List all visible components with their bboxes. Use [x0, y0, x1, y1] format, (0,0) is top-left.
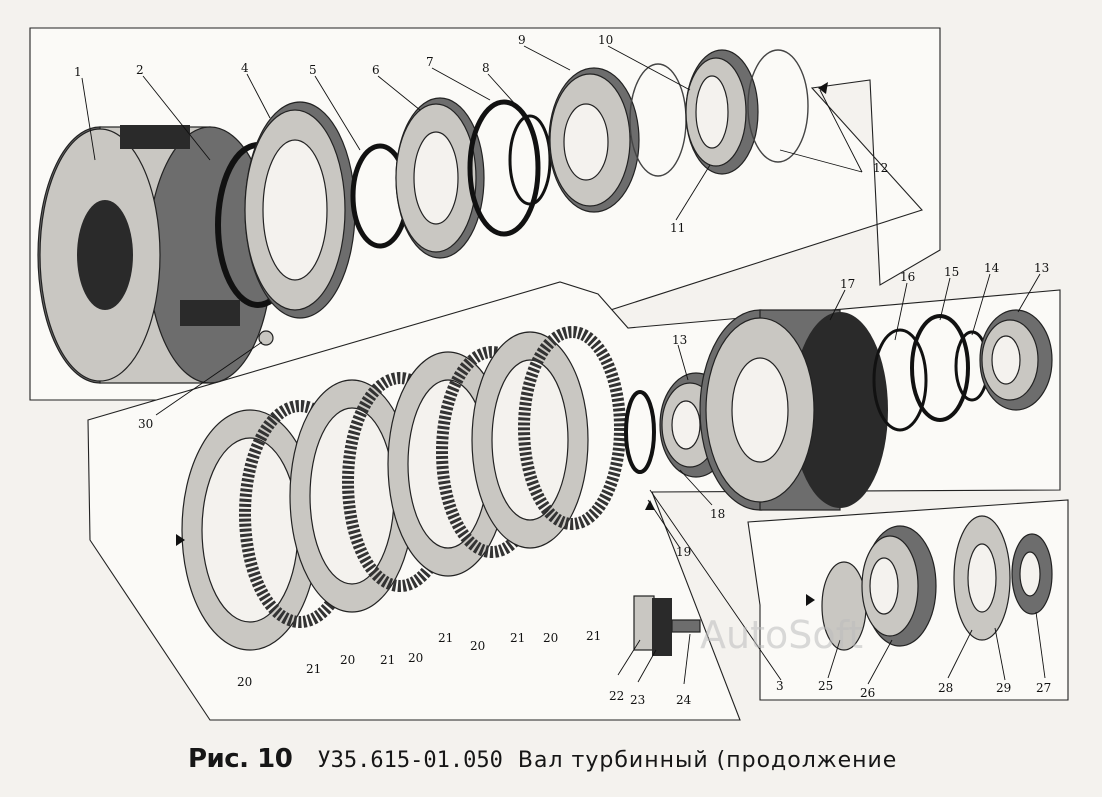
callout-labels: 1 2 4 5 6 7 8 9 10 11 12 13 13 14 15 16 … — [74, 33, 1051, 707]
label-24: 24 — [676, 693, 692, 707]
label-21-c: 21 — [438, 631, 453, 645]
label-15: 15 — [944, 265, 959, 279]
part-10-11-bearing — [629, 49, 759, 177]
label-26: 26 — [860, 686, 875, 700]
label-7: 7 — [426, 55, 434, 69]
label-21-b: 21 — [380, 653, 395, 667]
arrows — [176, 82, 828, 606]
part-16-snap-ring — [872, 328, 928, 432]
figure-number: Рис. 10 — [188, 744, 293, 774]
watermark: AutoSoft — [700, 613, 863, 657]
part-12-ring — [747, 49, 809, 163]
label-3: 3 — [776, 679, 784, 693]
label-8: 8 — [482, 61, 490, 75]
label-23: 23 — [630, 693, 645, 707]
label-20-b: 20 — [340, 653, 355, 667]
part-4-piston — [244, 101, 356, 319]
part-20-21-clutch-pack — [181, 326, 626, 651]
label-13-upper: 13 — [1034, 261, 1049, 275]
label-17: 17 — [840, 277, 855, 291]
label-14: 14 — [984, 261, 1000, 275]
label-21-d: 21 — [510, 631, 525, 645]
label-19: 19 — [676, 545, 691, 559]
part-1-drum — [37, 125, 273, 384]
label-10: 10 — [598, 33, 613, 47]
label-1: 1 — [74, 65, 82, 79]
part-28-29-lock-washer — [953, 515, 1011, 641]
label-18: 18 — [710, 507, 725, 521]
label-21-a: 21 — [306, 662, 321, 676]
label-25: 25 — [818, 679, 833, 693]
part-25-26-bearing — [821, 525, 937, 651]
label-16: 16 — [900, 270, 915, 284]
label-11: 11 — [670, 221, 685, 235]
label-29: 29 — [996, 681, 1011, 695]
label-20-d: 20 — [470, 639, 485, 653]
part-17-gear — [699, 309, 888, 511]
part-8-snap-ring — [508, 114, 552, 206]
label-20-c: 20 — [408, 651, 423, 665]
label-21-e: 21 — [586, 629, 601, 643]
arrow-icon — [806, 594, 815, 606]
part-code: У35.615-01.050 — [317, 748, 503, 773]
label-28: 28 — [938, 681, 953, 695]
figure-caption: Рис. 10 У35.615-01.050 Вал турбинный (пр… — [188, 744, 897, 780]
label-22: 22 — [609, 689, 624, 703]
label-4: 4 — [241, 61, 249, 75]
part-9-plate — [548, 67, 640, 213]
label-30: 30 — [138, 417, 153, 431]
part-27-nut — [1011, 533, 1053, 615]
label-12: 12 — [873, 161, 888, 175]
part-30-ball — [258, 330, 274, 346]
part-19-ring — [624, 390, 656, 474]
label-13-lower: 13 — [672, 333, 687, 347]
label-20-e: 20 — [543, 631, 558, 645]
arrow-icon — [645, 500, 655, 510]
arrow-icon — [818, 82, 828, 94]
label-27: 27 — [1036, 681, 1051, 695]
figure-title: Вал турбинный (продолжение — [517, 748, 898, 773]
arrow-icon — [176, 534, 185, 546]
label-5: 5 — [309, 63, 317, 77]
part-22-23-24-fastener — [633, 595, 701, 656]
part-13-bearing — [979, 309, 1053, 411]
label-6: 6 — [372, 63, 380, 77]
part-6-piston — [395, 97, 485, 259]
label-9: 9 — [518, 33, 526, 47]
label-20-a: 20 — [237, 675, 252, 689]
label-2: 2 — [136, 63, 144, 77]
part-15-ring — [910, 314, 970, 422]
part-7-ring — [467, 99, 541, 237]
